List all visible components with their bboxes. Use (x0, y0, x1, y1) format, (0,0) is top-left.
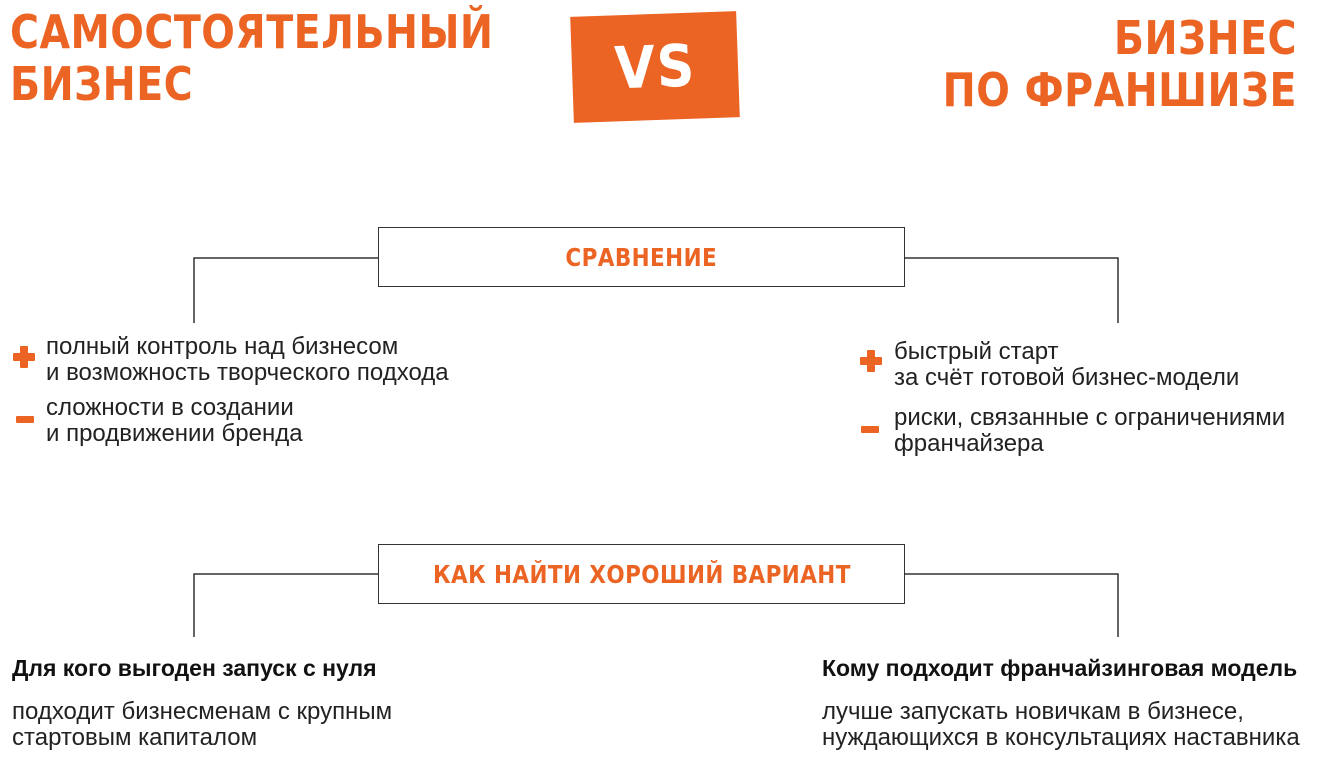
left-minus-line1: сложности в создании (46, 394, 294, 421)
right-plus-line1: быстрый старт (894, 338, 1059, 365)
left-howto-line2: стартовым капиталом (12, 724, 258, 751)
howto-right-connector (905, 573, 1119, 637)
left-minus-text: сложности в создании и продвижении бренд… (46, 395, 303, 447)
left-howto-heading: Для кого выгоден запуск с нуля (12, 655, 377, 681)
left-title-line1: САМОСТОЯТЕЛЬНЫЙ (10, 5, 494, 59)
left-plus-text: полный контроль над бизнесом и возможнос… (46, 334, 449, 386)
right-minus-line1: риски, связанные с ограничениями (894, 404, 1286, 431)
minus-icon (15, 409, 37, 431)
right-howto-line1: лучше запускать новичкам в бизнесе, (822, 698, 1244, 725)
compare-right-connector (905, 257, 1119, 323)
howto-left-connector (193, 573, 378, 637)
comparison-title: СРАВНЕНИЕ (565, 242, 718, 272)
right-minus-text: риски, связанные с ограничениями франчай… (894, 405, 1285, 457)
howto-title-box: КАК НАЙТИ ХОРОШИЙ ВАРИАНТ (378, 544, 905, 604)
plus-icon (13, 346, 35, 368)
left-plus-line2: и возможность творческого подхода (46, 359, 449, 386)
plus-icon (860, 350, 882, 372)
left-howto-line1: подходит бизнесменам с крупным (12, 698, 393, 725)
comparison-title-box: СРАВНЕНИЕ (378, 227, 905, 287)
howto-title: КАК НАЙТИ ХОРОШИЙ ВАРИАНТ (432, 559, 851, 589)
right-howto-text: лучше запускать новичкам в бизнесе, нужд… (822, 699, 1300, 751)
right-title-line2: ПО ФРАНШИЗЕ (942, 63, 1297, 117)
right-plus-text: быстрый старт за счёт готовой бизнес-мод… (894, 339, 1239, 391)
right-howto-heading: Кому подходит франчайзинговая модель (822, 655, 1298, 681)
left-title: САМОСТОЯТЕЛЬНЫЙ БИЗНЕС (10, 6, 493, 110)
right-minus-line2: франчайзера (894, 430, 1044, 457)
left-title-line2: БИЗНЕС (10, 57, 194, 111)
left-minus-line2: и продвижении бренда (46, 420, 303, 447)
right-plus-line2: за счёт готовой бизнес-модели (894, 364, 1240, 391)
left-howto-text: подходит бизнесменам с крупным стартовым… (12, 699, 392, 751)
right-title-line1: БИЗНЕС (1113, 11, 1297, 65)
compare-left-connector (193, 257, 378, 323)
left-plus-line1: полный контроль над бизнесом (46, 333, 399, 360)
minus-icon (860, 419, 882, 441)
right-title: БИЗНЕС ПО ФРАНШИЗЕ (943, 12, 1297, 116)
right-howto-line2: нуждающихся в консультациях наставника (822, 724, 1300, 751)
